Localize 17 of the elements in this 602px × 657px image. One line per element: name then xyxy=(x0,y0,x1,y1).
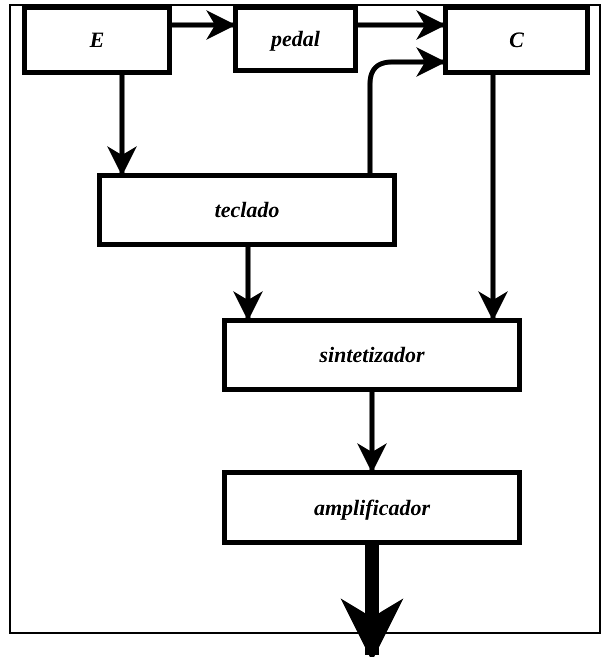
box-label: pedal xyxy=(271,26,320,52)
arrow xyxy=(478,75,508,321)
process-box xyxy=(97,173,397,247)
process-box xyxy=(222,470,522,545)
box-label: sintetizador xyxy=(319,342,425,368)
arrow xyxy=(107,75,137,176)
box-label: amplificador xyxy=(314,494,430,520)
process-box xyxy=(443,5,590,75)
arrow xyxy=(340,545,404,657)
box-label: C xyxy=(509,27,524,53)
arrow xyxy=(233,247,263,321)
box-label: E xyxy=(90,27,104,53)
process-box xyxy=(22,5,172,75)
box-label: teclado xyxy=(214,197,280,223)
process-box xyxy=(233,5,358,73)
process-box xyxy=(222,318,522,392)
arrow xyxy=(357,392,387,473)
